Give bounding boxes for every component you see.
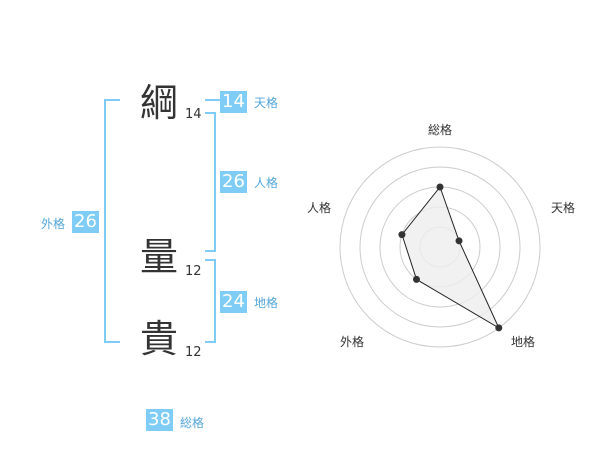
jinkaku-value: 26: [220, 171, 247, 193]
chikaku-label: 地格: [254, 296, 279, 310]
tenkaku-label: 天格: [254, 96, 279, 110]
radar-point-0: [436, 183, 444, 191]
tenkaku-value: 14: [220, 91, 247, 113]
radar-axis-label-jinkaku: 人格: [307, 201, 332, 215]
radar-point-4: [398, 231, 406, 239]
gaikaku-bracket: [104, 99, 120, 343]
jinkaku-bracket: [205, 112, 216, 252]
name-char-1: 綱: [140, 81, 179, 125]
name-char-3: 貴: [140, 317, 179, 361]
name-char-2: 量: [140, 235, 179, 279]
soukaku-value: 38: [146, 409, 173, 431]
name-char-1-strokes: 14: [185, 107, 202, 122]
radar-point-2: [495, 324, 503, 332]
radar-axis-label-soukaku: 総格: [428, 123, 453, 137]
soukaku-label: 総格: [180, 416, 205, 430]
gaikaku-label: 外格: [41, 217, 66, 231]
radar-grid-ring: [359, 166, 521, 328]
radar-point-1: [455, 237, 463, 245]
jinkaku-label: 人格: [254, 176, 279, 190]
radar-grid-ring: [339, 146, 541, 348]
radar-axis-label-gaikaku: 外格: [340, 335, 365, 349]
radar-axis-label-chikaku: 地格: [511, 335, 536, 349]
chikaku-value: 24: [220, 291, 247, 313]
radar-area: [401, 185, 500, 330]
chikaku-bracket: [205, 259, 216, 343]
tenkaku-connector: [205, 99, 220, 101]
gaikaku-value: 26: [72, 211, 99, 233]
name-char-3-strokes: 12: [185, 345, 202, 360]
radar-point-3: [412, 275, 420, 283]
name-char-2-strokes: 12: [185, 264, 202, 279]
radar-axis-label-tenkaku: 天格: [551, 201, 576, 215]
